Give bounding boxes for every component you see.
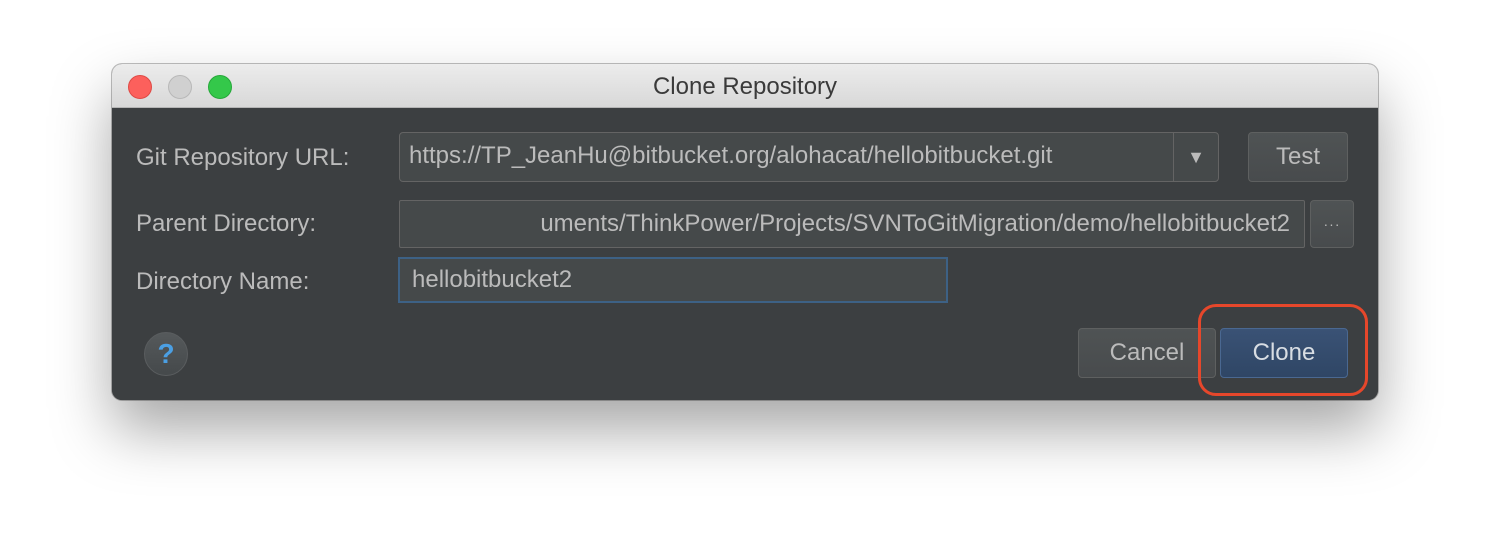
test-button[interactable]: Test	[1248, 132, 1348, 182]
directory-name-input[interactable]: hellobitbucket2	[398, 257, 948, 303]
cancel-button[interactable]: Cancel	[1078, 328, 1216, 378]
parent-directory-label: Parent Directory:	[136, 210, 317, 237]
minimize-window-button[interactable]	[168, 75, 192, 99]
directory-name-label: Directory Name:	[136, 268, 310, 295]
close-window-button[interactable]	[128, 75, 152, 99]
clone-repository-dialog: Clone Repository Git Repository URL: htt…	[112, 64, 1378, 400]
git-url-combobox[interactable]: https://TP_JeanHu@bitbucket.org/alohacat…	[399, 132, 1219, 182]
git-url-value[interactable]: https://TP_JeanHu@bitbucket.org/alohacat…	[409, 142, 1053, 169]
clone-button[interactable]: Clone	[1220, 328, 1348, 378]
parent-directory-field[interactable]: uments/ThinkPower/Projects/SVNToGitMigra…	[399, 200, 1305, 248]
parent-directory-value[interactable]: uments/ThinkPower/Projects/SVNToGitMigra…	[540, 210, 1290, 237]
dropdown-arrow-icon[interactable]: ▼	[1173, 133, 1218, 181]
dialog-content: Git Repository URL: https://TP_JeanHu@bi…	[112, 108, 1378, 400]
title-bar: Clone Repository	[112, 64, 1378, 108]
zoom-window-button[interactable]	[208, 75, 232, 99]
directory-name-value[interactable]: hellobitbucket2	[412, 266, 573, 293]
git-url-label: Git Repository URL:	[136, 144, 350, 171]
help-icon[interactable]: ?	[144, 332, 188, 376]
clone-highlight-annotation	[1198, 304, 1368, 396]
window-title: Clone Repository	[652, 73, 838, 100]
browse-button[interactable]: ···	[1310, 200, 1354, 248]
